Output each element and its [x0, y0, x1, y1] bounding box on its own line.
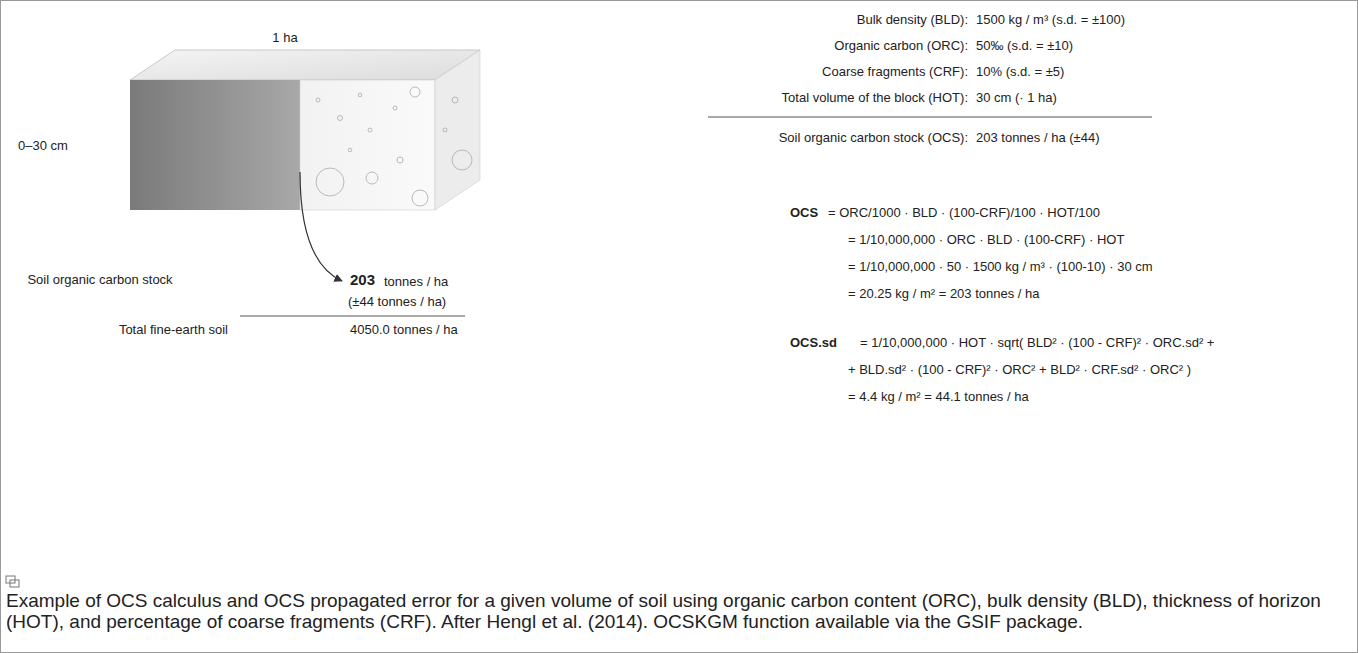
soil-block: [130, 50, 480, 210]
formula-line: = 1/10,000,000 · HOT · sqrt( BLD² · (100…: [860, 335, 1214, 351]
formula-name: OCS.sd: [790, 335, 837, 351]
caption: Example of OCS calculus and OCS propagat…: [6, 590, 1350, 632]
block-side: [435, 50, 480, 210]
parameter-name: Soil organic carbon stock (OCS):: [779, 130, 968, 146]
formula-line: = 1/10,000,000 · ORC · BLD · (100-CRF) ·…: [848, 232, 1124, 248]
result-arrow: [300, 172, 342, 281]
block-light-face: [300, 80, 435, 210]
parameter-value: 50‰ (s.d. = ±10): [976, 38, 1073, 54]
result-value: 203: [350, 272, 375, 288]
formula-name: OCS: [790, 205, 818, 221]
expand-icon: [6, 576, 19, 587]
sum-rule: [240, 316, 465, 317]
parameter-value: 30 cm (· 1 ha): [976, 90, 1057, 106]
parameter-value: 1500 kg / m³ (s.d. = ±100): [976, 12, 1125, 28]
formula-line: = 1/10,000,000 · 50 · 1500 kg / m³ · (10…: [848, 259, 1153, 275]
parameter-name: Coarse fragments (CRF):: [822, 64, 968, 80]
result-error: (±44 tonnes / ha): [348, 294, 446, 310]
formula-line: = 20.25 kg / m² = 203 tonnes / ha: [848, 286, 1040, 302]
total-name: Total fine-earth soil: [119, 322, 228, 338]
total-value: 4050.0 tonnes / ha: [350, 322, 458, 338]
parameter-name: Organic carbon (ORC):: [834, 38, 968, 54]
block-dark-face: [130, 80, 300, 210]
result-unit: tonnes / ha: [384, 274, 448, 290]
coarse-fragments: [316, 87, 472, 206]
parameter-name: Total volume of the block (HOT):: [782, 90, 968, 106]
formula-line: = 4.4 kg / m² = 44.1 tonnes / ha: [848, 389, 1029, 405]
sum-rule: [708, 117, 1152, 118]
formula-line: + BLD.sd² · (100 - CRF)² · ORC² + BLD² ·…: [848, 362, 1191, 378]
block-top: [130, 50, 480, 80]
parameter-name: Bulk density (BLD):: [857, 12, 968, 28]
depth-label: 0–30 cm: [18, 138, 68, 154]
parameter-value: 10% (s.d. = ±5): [976, 64, 1064, 80]
formula-line: = ORC/1000 · BLD · (100-CRF)/100 · HOT/1…: [828, 205, 1100, 221]
area-label: 1 ha: [272, 30, 297, 46]
result-name: Soil organic carbon stock: [25, 272, 175, 288]
parameter-value: 203 tonnes / ha (±44): [976, 130, 1100, 146]
